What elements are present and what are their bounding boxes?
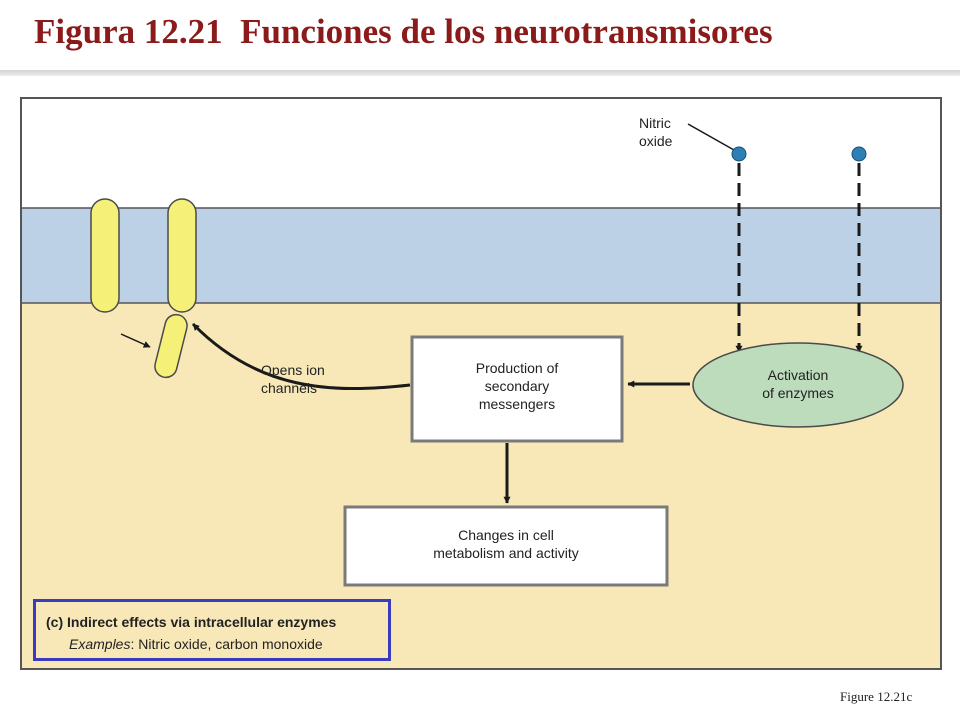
enzymes-ellipse bbox=[692, 342, 904, 428]
figure-panel-border bbox=[20, 97, 942, 670]
caption-box: (c) Indirect effects via intracellular e… bbox=[33, 599, 391, 661]
caption-examples-text: : Nitric oxide, carbon monoxide bbox=[130, 636, 323, 652]
nitric-oxide-molecule bbox=[731, 146, 747, 162]
metabolism-line2: metabolism and activity bbox=[433, 545, 579, 561]
opens-ion-channels-line1: Opens ion bbox=[261, 362, 325, 378]
nitric-oxide-pointer-line bbox=[687, 123, 735, 151]
enzymes-label-line2: of enzymes bbox=[762, 385, 834, 401]
gate-motion-arrow bbox=[120, 333, 151, 348]
secondary-messengers-box bbox=[410, 335, 624, 443]
carbon-monoxide-molecule bbox=[851, 146, 867, 162]
secondary-messengers-line2: secondary bbox=[485, 378, 550, 394]
metabolism-box bbox=[343, 505, 669, 587]
cell-membrane bbox=[21, 208, 941, 303]
enzymes-label-line1: Activation bbox=[768, 367, 829, 383]
ion-channel-right-subunit bbox=[167, 198, 197, 313]
caption-examples: Examples: Nitric oxide, carbon monoxide bbox=[69, 636, 323, 652]
opens-ion-channels-line2: channels bbox=[261, 380, 317, 396]
nitric-oxide-label-line1: Nitric bbox=[639, 115, 671, 131]
nitric-oxide-label-line2: oxide bbox=[639, 133, 673, 149]
title-divider bbox=[0, 70, 960, 76]
messengers-to-channel-arrow bbox=[191, 322, 411, 391]
secondary-messengers-line1: Production of bbox=[476, 360, 559, 376]
secondary-messengers-line3: messengers bbox=[479, 396, 555, 412]
ion-channel-gate bbox=[154, 313, 188, 379]
metabolism-line1: Changes in cell bbox=[458, 527, 554, 543]
ion-channel-left-subunit bbox=[90, 198, 120, 313]
caption-examples-label: Examples bbox=[69, 636, 131, 652]
slide-title: Figura 12.21 Funciones de los neurotrans… bbox=[34, 12, 773, 51]
extracellular-space bbox=[21, 98, 941, 208]
figure-reference: Figure 12.21c bbox=[840, 689, 913, 704]
caption-heading: (c) Indirect effects via intracellular e… bbox=[46, 614, 337, 630]
